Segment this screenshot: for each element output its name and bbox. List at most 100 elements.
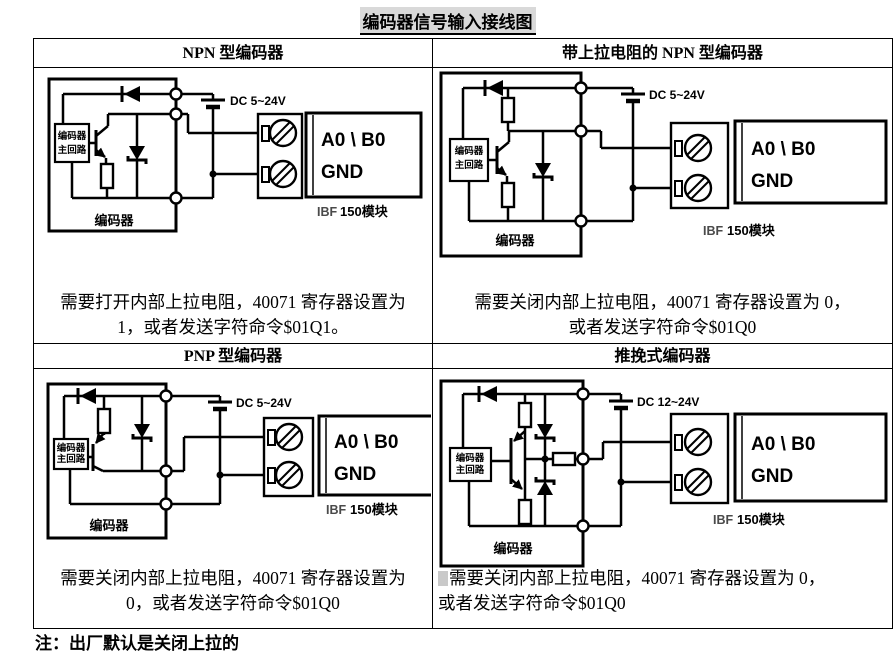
encoder-core-box: [448, 137, 490, 183]
caption-line: 或者发送字符命令$01Q0: [568, 317, 757, 337]
screw-terminal-icon: [267, 460, 304, 490]
encoder-label: 编码器: [495, 233, 535, 248]
header-npn-pullup-encoder: 带上拉电阻的 NPN 型编码器: [433, 39, 892, 68]
encoder-core-label-line1: 编码器: [57, 442, 86, 454]
caption-line: 需要关闭内部上拉电阻，40071 寄存器设置为 0，: [474, 292, 851, 312]
terminal-block: [262, 416, 315, 498]
header-pushpull-encoder: 推挽式编码器: [433, 344, 892, 369]
diode-icon: [477, 386, 497, 402]
caption-line: 需要关闭内部上拉电阻，40071 寄存器设置为 0，: [449, 568, 826, 588]
connection-node: [159, 464, 173, 478]
wires: [461, 86, 671, 223]
module-box: A0 \ B0 GND: [733, 412, 888, 503]
encoder-label: 编码器: [493, 541, 533, 556]
svg-text:IBF: IBF: [713, 513, 734, 527]
quadrant-npn: 编码器 主回路: [34, 68, 433, 344]
diode-icon: [76, 388, 96, 404]
encoder-core-label-line2: 主回路: [58, 144, 87, 156]
caption-line: 0，或者发送字符命令$01Q0: [126, 593, 340, 613]
battery-icon: [201, 98, 225, 110]
module-name-label: IBF 150模块: [703, 223, 776, 238]
zener-diode-icon: [126, 146, 148, 164]
circuit-diagram-pnp: 编码器 主回路: [46, 382, 431, 540]
encoder-label: 编码器: [89, 518, 129, 533]
power-label: DC 5~24V: [649, 88, 705, 102]
battery-icon: [208, 400, 232, 412]
gnd-label: GND: [751, 466, 793, 487]
signal-label: A0 \ B0: [751, 434, 815, 455]
circuit-diagram-npn: 编码器 主回路: [47, 77, 423, 233]
pushpull-transistor-icon: [509, 430, 526, 490]
resistor-icon: [500, 181, 516, 209]
module-name-label: IBF 150模块: [713, 512, 786, 527]
quadrant-npn-pullup: 编码器 主回路: [433, 68, 892, 344]
power-label: DC 12~24V: [637, 395, 699, 409]
encoder-core-box: [53, 122, 91, 164]
resistor-icon: [96, 407, 112, 435]
encoder-core-box: [448, 446, 493, 483]
junction-dot: [541, 455, 549, 463]
signal-label: A0 \ B0: [751, 139, 815, 160]
page-title: 编码器信号输入接线图: [359, 7, 536, 35]
svg-text:IBF: IBF: [703, 224, 724, 238]
page-title-row: 编码器信号输入接线图: [0, 7, 895, 35]
module-name-label: IBF 150模块: [317, 204, 389, 219]
encoder-core-label-line2: 主回路: [57, 453, 86, 465]
junction-dot: [216, 471, 224, 479]
wiring-table: NPN 型编码器 带上拉电阻的 NPN 型编码器 编码器 主回路: [33, 38, 893, 629]
junction-dot: [617, 478, 625, 486]
encoder-label: 编码器: [94, 213, 134, 228]
caption-line: 或者发送字符命令$01Q0: [438, 593, 626, 613]
circuit-diagram-pushpull: 编码器 主回路: [439, 379, 888, 568]
encoder-box: [47, 77, 178, 233]
signal-label: A0 \ B0: [321, 130, 385, 151]
svg-text:150模块: 150模块: [340, 204, 389, 219]
note: 注：出厂默认是关闭上拉的: [35, 634, 239, 653]
quadrant-pnp: 编码器 主回路: [34, 369, 433, 628]
screw-terminal-icon: [674, 467, 713, 497]
caption-npn-pullup: 需要关闭内部上拉电阻，40071 寄存器设置为 0， 或者发送字符命令$01Q0: [433, 290, 892, 340]
wires: [61, 92, 258, 200]
connection-node: [574, 81, 588, 95]
zener-diode-icon: [534, 477, 556, 495]
svg-text:IBF: IBF: [326, 503, 347, 517]
connection-node: [169, 107, 183, 121]
svg-text:150模块: 150模块: [737, 512, 786, 527]
gnd-label: GND: [334, 464, 376, 485]
resistor-icon: [517, 498, 533, 526]
circuit-diagram-npn-pullup: 编码器 主回路: [439, 71, 888, 258]
screw-terminal-icon: [674, 133, 713, 163]
npn-transistor-icon: [94, 130, 106, 158]
screw-terminal-icon: [267, 422, 304, 452]
connection-node: [169, 87, 183, 101]
junction-dot: [629, 184, 637, 192]
zener-diode-icon: [532, 163, 554, 181]
pnp-transistor-icon: [91, 432, 106, 471]
encoder-box: [439, 379, 585, 568]
encoder-core-label-line1: 编码器: [456, 452, 485, 464]
encoder-core-box: [52, 437, 90, 471]
screw-terminal-icon: [261, 159, 298, 189]
connection-node: [576, 519, 590, 533]
wires: [62, 394, 264, 506]
header-pnp-encoder: PNP 型编码器: [34, 344, 433, 369]
gnd-label: GND: [321, 162, 363, 183]
power-label: DC 5~24V: [236, 396, 292, 410]
battery-icon: [621, 92, 645, 104]
gnd-label: GND: [751, 171, 793, 192]
screw-terminal-icon: [674, 427, 713, 457]
npn-transistor-icon: [495, 146, 507, 176]
zener-diode-icon: [534, 424, 556, 442]
power-label: DC 5~24V: [230, 94, 286, 108]
encoder-box: [46, 382, 168, 540]
caption-pnp: 需要关闭内部上拉电阻，40071 寄存器设置为 0，或者发送字符命令$01Q0: [34, 566, 432, 616]
connection-node: [159, 497, 173, 511]
screw-terminal-icon: [674, 173, 713, 203]
encoder-core-label-line2: 主回路: [456, 464, 485, 476]
pullup-resistor-icon: [500, 96, 516, 124]
connection-node: [169, 191, 183, 205]
connection-node: [574, 124, 588, 138]
zener-diode-icon: [131, 424, 153, 442]
resistor-icon: [99, 162, 115, 190]
caption-pushpull: 需要关闭内部上拉电阻，40071 寄存器设置为 0， 或者发送字符命令$01Q0: [433, 566, 892, 616]
